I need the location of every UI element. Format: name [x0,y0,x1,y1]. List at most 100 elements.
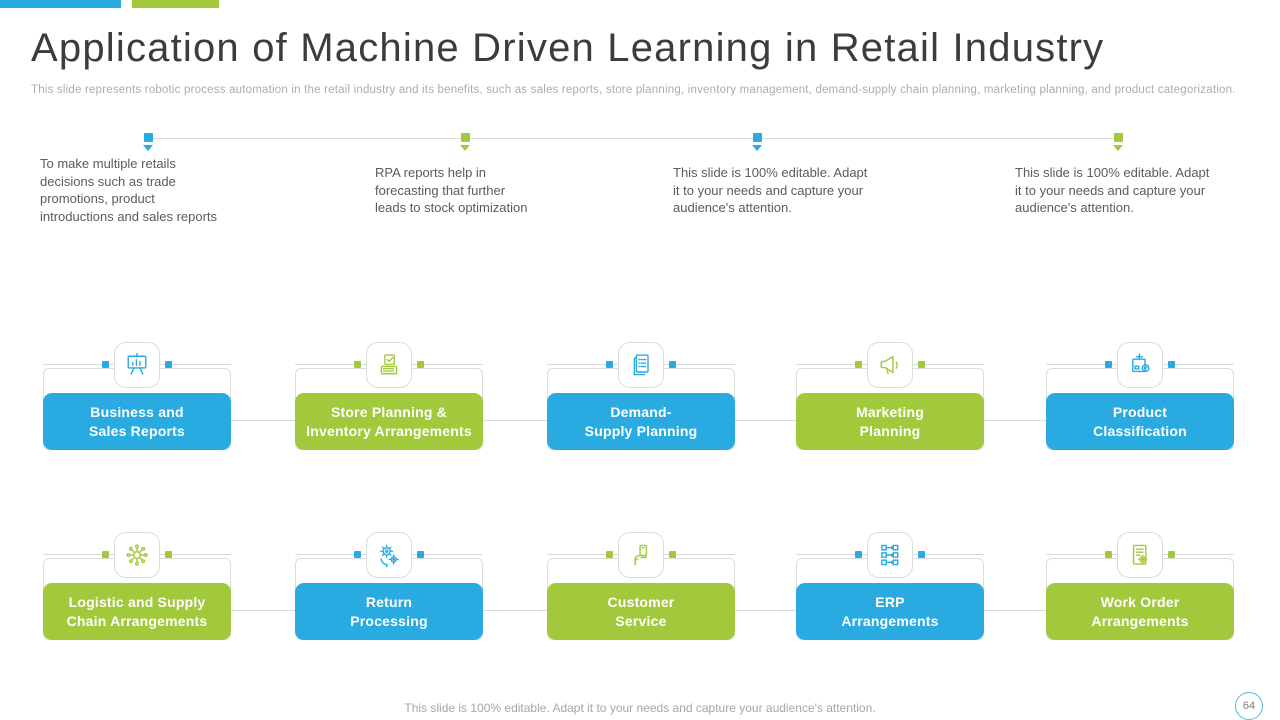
presentation-chart-icon [127,352,147,375]
card-logistic-supply-chain: Logistic and Supply Chain Arrangements [43,532,231,640]
card-label-line: Product [1112,403,1168,420]
card-label-box: ERP Arrangements [796,583,984,640]
card-label-line: Return [365,593,413,610]
marker-square [752,133,762,142]
card-connector [984,610,1046,611]
card-connector [735,610,796,611]
card-label-line: Business and [90,403,184,420]
accent-square [918,361,925,368]
product-box-check-icon [1132,353,1150,373]
card-erp-arrangements: ERP Arrangements [796,532,984,640]
accent-square [1105,361,1112,368]
marker-square [460,133,470,142]
icon-badge [114,342,160,388]
card-label-line: Planning [859,422,921,439]
demand-checklist-icon [633,354,649,376]
card-label-box: Return Processing [295,583,483,640]
accent-square [102,551,109,558]
card-label-box: Customer Service [547,583,735,640]
icon-badge [114,532,160,578]
accent-square [102,361,109,368]
card-label-box: Demand- Supply Planning [547,393,735,450]
timeline-marker [143,133,153,151]
timeline-marker [1113,133,1123,151]
erp-flowchart-icon [881,544,899,566]
card-connector [231,610,295,611]
card-label-line: Supply Planning [584,422,698,439]
card-label-line: Store Planning & [331,403,447,420]
card-marketing-planning: Marketing Planning [796,342,984,450]
card-label-box: Business and Sales Reports [43,393,231,450]
marker-arrow-down-icon [752,145,762,151]
accent-square [669,551,676,558]
icon-badge [1117,532,1163,578]
page-number-badge: 64 [1235,692,1263,720]
timeline-text: RPA reports help in forecasting that fur… [375,165,528,215]
timeline-text: This slide is 100% editable. Adapt it to… [673,165,868,215]
timeline-marker [752,133,762,151]
accent-square [669,361,676,368]
icon-badge [618,532,664,578]
accent-square [417,551,424,558]
marker-square [1113,133,1123,142]
card-label-line: Marketing [856,403,924,420]
card-label-line: Service [615,612,667,629]
card-label-line: Demand- [610,403,672,420]
accent-square [1168,361,1175,368]
gears-return-icon [380,544,399,568]
supply-network-icon [126,544,148,566]
marker-arrow-down-icon [1113,145,1123,151]
card-connector [483,610,547,611]
marker-square [143,133,153,142]
card-label-line: Customer [607,593,675,610]
card-demand-supply-planning: Demand- Supply Planning [547,342,735,450]
store-planning-icon [380,354,398,375]
icon-badge [867,342,913,388]
card-connector [735,420,796,421]
icon-badge [867,532,913,578]
card-label-line: ERP [875,593,905,610]
card-label-line: Processing [350,612,428,629]
page-subtitle: This slide represents robotic process au… [31,84,1236,96]
timeline-text: To make multiple retails decisions such … [40,156,218,224]
card-label-line: Work Order [1100,593,1180,610]
card-business-sales-reports: Business and Sales Reports [43,342,231,450]
megaphone-icon [880,355,898,375]
timeline-line [148,138,1118,139]
icon-badge [1117,342,1163,388]
customer-service-icon [634,544,648,566]
footer-note: This slide is 100% editable. Adapt it to… [404,701,876,715]
card-connector [483,420,547,421]
timeline-marker [460,133,470,151]
accent-square [855,361,862,368]
card-store-planning-inventory: Store Planning & Inventory Arrangements [295,342,483,450]
accent-square [918,551,925,558]
accent-square [606,551,613,558]
card-connector [984,420,1046,421]
accent-square [1105,551,1112,558]
accent-square [354,551,361,558]
card-return-processing: Return Processing [295,532,483,640]
card-label-line: Chain Arrangements [66,612,208,629]
accent-square [855,551,862,558]
accent-square [165,361,172,368]
card-work-order-arrangements: Work Order Arrangements [1046,532,1234,640]
timeline-text: This slide is 100% editable. Adapt it to… [1015,165,1210,215]
icon-badge [366,532,412,578]
page-number: 64 [1242,700,1256,712]
page-title: Application of Machine Driven Learning i… [31,26,1105,70]
card-label-line: Sales Reports [89,422,185,439]
accent-bar-blue [0,0,121,8]
card-label-line: Logistic and Supply [68,593,206,610]
card-label-box: Product Classification [1046,393,1234,450]
accent-square [606,361,613,368]
work-order-icon [1132,544,1148,565]
card-customer-service: Customer Service [547,532,735,640]
accent-bar-green [132,0,219,8]
card-connector [231,420,295,421]
card-label-box: Store Planning & Inventory Arrangements [295,393,483,450]
card-label-box: Work Order Arrangements [1046,583,1234,640]
card-label-box: Marketing Planning [796,393,984,450]
marker-arrow-down-icon [460,145,470,151]
